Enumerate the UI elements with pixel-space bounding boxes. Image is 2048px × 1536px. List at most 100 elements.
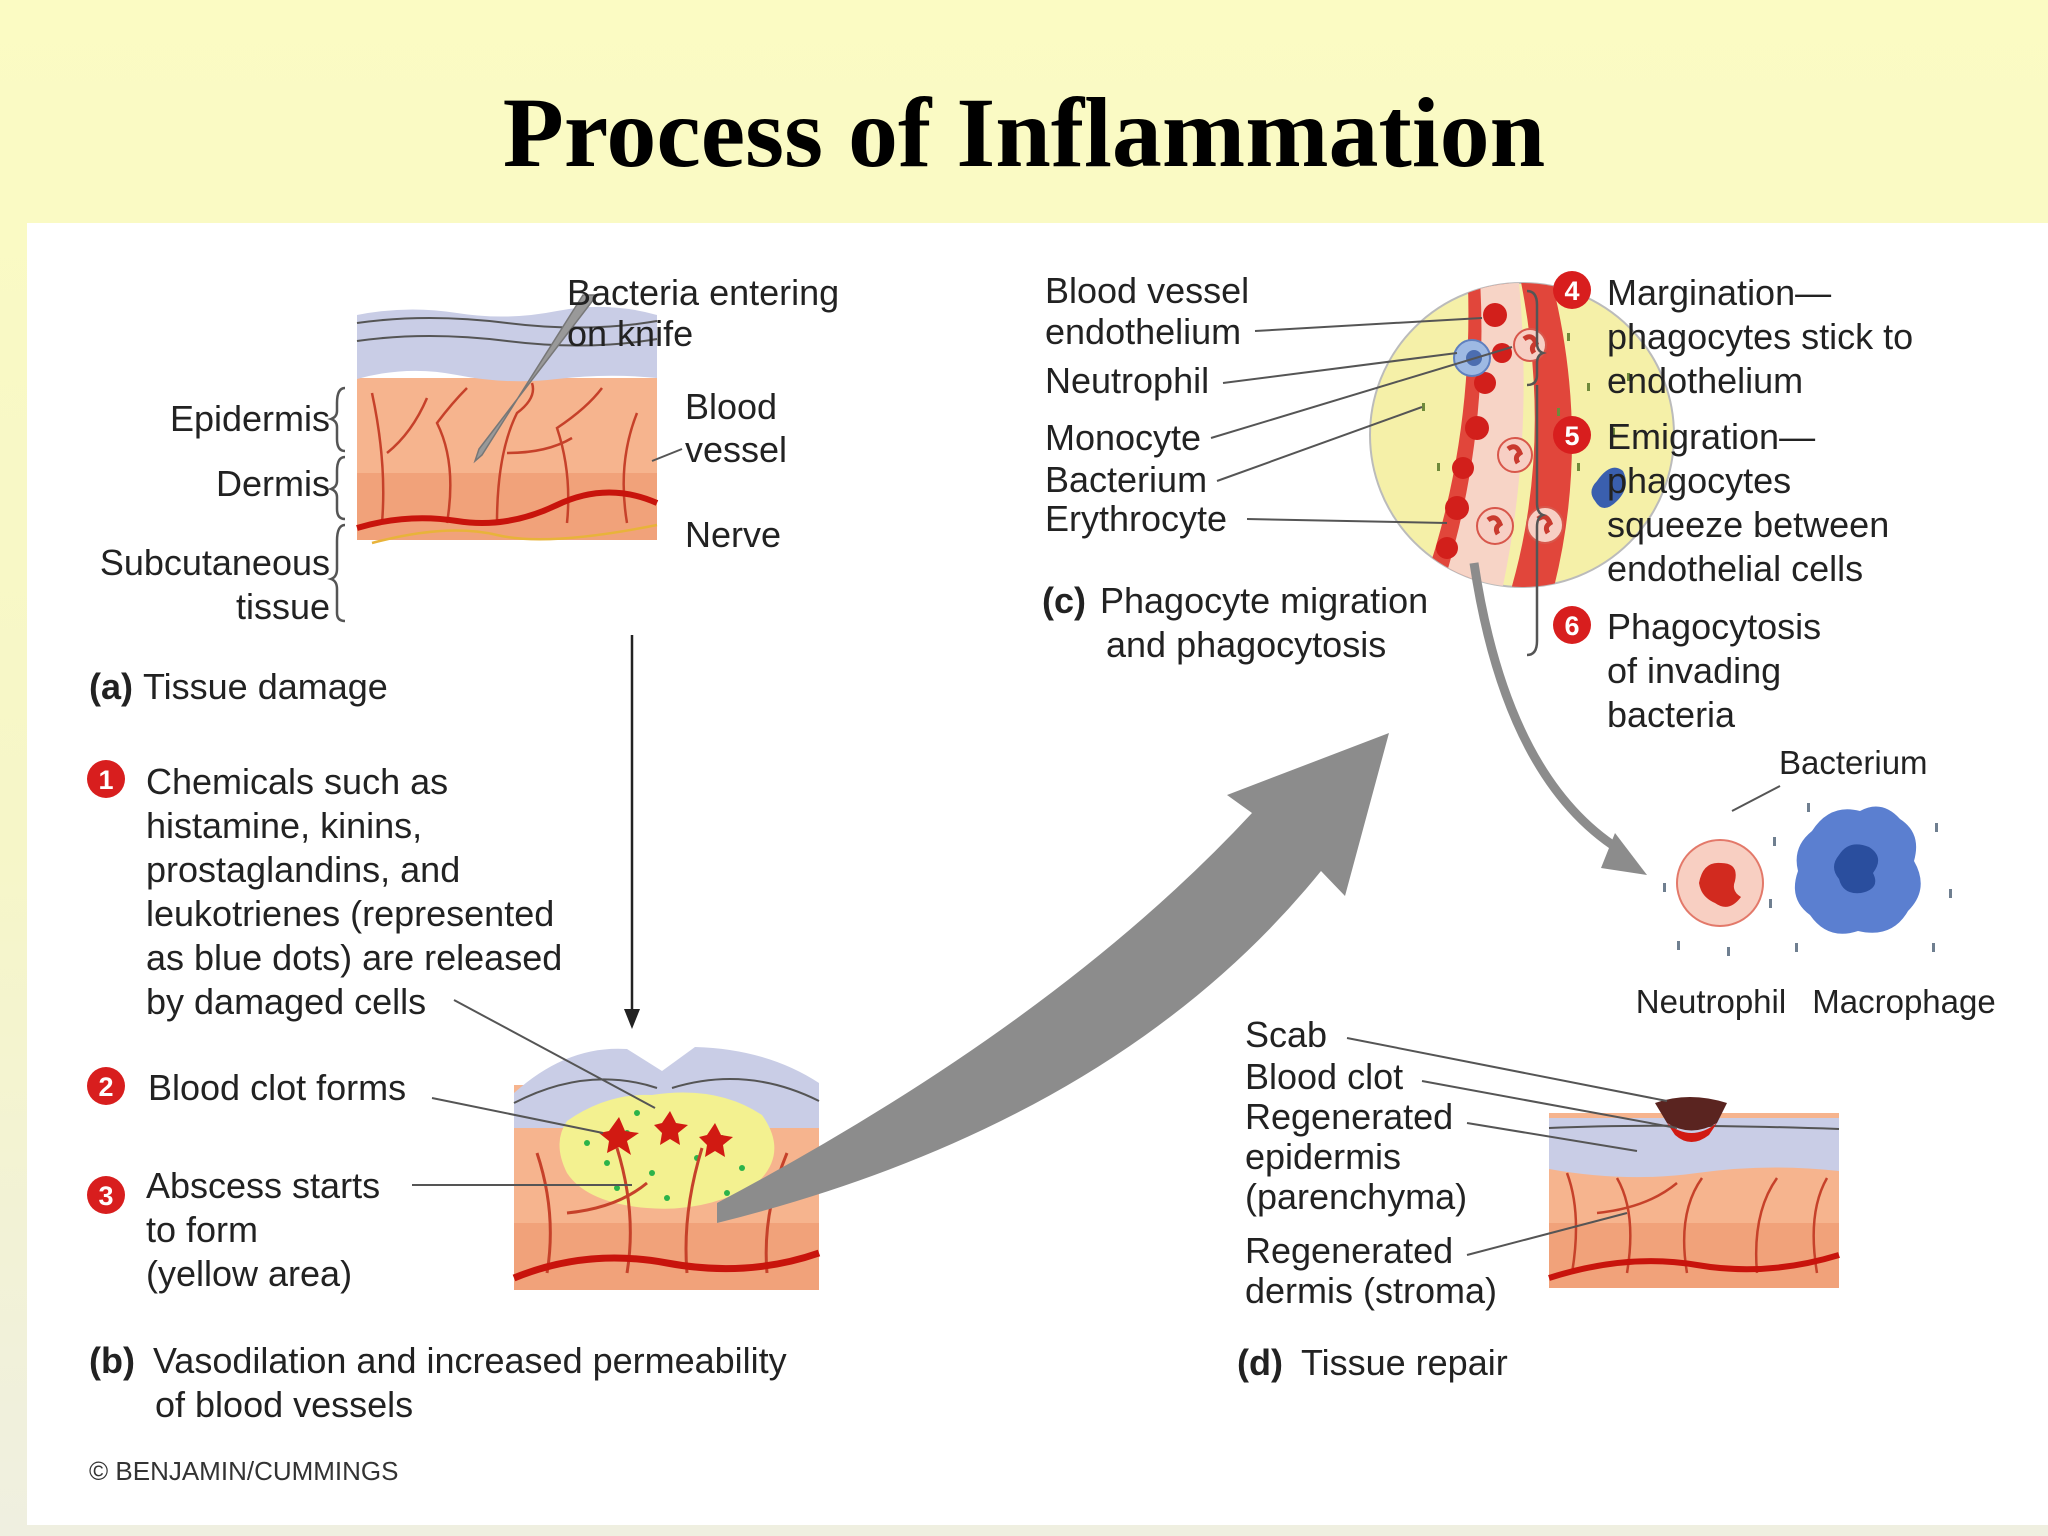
neutrophils-c	[1476, 328, 1564, 545]
label-neutrophil-c: Neutrophil	[1045, 360, 1209, 401]
step-4-badge	[1553, 271, 1591, 309]
label-tissue: tissue	[236, 586, 330, 627]
step-3: 3 Abscess starts to form (yellow area)	[87, 1165, 380, 1294]
panel-b-text-2: of blood vessels	[155, 1384, 413, 1425]
step-5-line-3: squeeze between	[1607, 504, 1889, 545]
bacteria-inset	[1663, 803, 1952, 956]
label-erythrocyte: Erythrocyte	[1045, 498, 1227, 539]
step-5-badge	[1553, 416, 1591, 454]
step-1-line-2: histamine, kinins,	[146, 805, 422, 846]
step-4: 4 Margination— phagocytes stick to endot…	[1553, 271, 1913, 401]
dermis-vessels-a	[370, 382, 639, 524]
step-3-line-3: (yellow area)	[146, 1253, 352, 1294]
panel-d-letter: (d)	[1237, 1342, 1283, 1383]
label-epidermis: Epidermis	[170, 398, 330, 439]
arrow-a-to-b-head	[624, 1009, 640, 1029]
blood-clot-d	[1667, 1123, 1717, 1142]
label-regenerated-2: Regenerated	[1245, 1230, 1453, 1271]
step-3-line-1: Abscess starts	[146, 1165, 380, 1206]
step-4-line-2: phagocytes stick to	[1607, 316, 1913, 357]
arrow-c-to-phagocytosis	[1469, 562, 1628, 857]
label-blood-clot-d: Blood clot	[1245, 1056, 1403, 1097]
skin-block-a	[356, 294, 659, 545]
step-6-line-1: Phagocytosis	[1607, 606, 1821, 647]
label-neutrophil-inset: Neutrophil	[1636, 983, 1786, 1020]
step-1-line-1: Chemicals such as	[146, 761, 448, 802]
label-blood-vessel: Blood vessel	[1045, 270, 1249, 311]
skin-block-d	[1548, 1097, 1840, 1288]
step-2: 2 Blood clot forms	[87, 1067, 406, 1108]
step-2-badge	[87, 1067, 125, 1105]
brace-epidermis	[327, 386, 346, 453]
macrophage-c	[1591, 467, 1626, 508]
panel-b-letter: (b)	[89, 1340, 135, 1381]
knife-label-1: Bacteria entering	[567, 272, 839, 313]
step-6-line-3: bacteria	[1607, 694, 1736, 735]
copyright: © BENJAMIN/CUMMINGS	[89, 1456, 399, 1486]
scab	[1655, 1097, 1727, 1131]
step-1-line-3: prostaglandins, and	[146, 849, 460, 890]
panel-c-letter: (c)	[1042, 580, 1086, 621]
brace-subcutaneous	[327, 523, 346, 623]
label-bacterium-inset: Bacterium	[1779, 744, 1928, 781]
panel-d-text: Tissue repair	[1301, 1342, 1508, 1383]
step-1-number: 1	[98, 765, 113, 795]
label-blood-vessel-1: Blood	[685, 386, 777, 427]
label-subcutaneous: Subcutaneous	[100, 542, 330, 583]
label-nerve: Nerve	[685, 514, 781, 555]
bacteria-c	[1422, 333, 1630, 471]
step-6-number: 6	[1564, 611, 1579, 641]
step-4-line-1: Margination—	[1607, 272, 1831, 313]
step-5-number: 5	[1564, 421, 1579, 451]
label-dermis: Dermis	[216, 463, 330, 504]
slide-title: Process of Inflammation	[502, 77, 1546, 188]
knife	[473, 294, 599, 464]
step-5-line-1: Emigration—	[1607, 416, 1815, 457]
panel-c-text-2: and phagocytosis	[1106, 624, 1386, 665]
step-1-line-5: as blue dots) are released	[146, 937, 562, 978]
panel-c-caption: (c) Phagocyte migration	[1042, 580, 1428, 621]
label-scab: Scab	[1245, 1014, 1327, 1055]
label-blood-vessel-2: vessel	[685, 429, 787, 470]
step-1-line-4: leukotrienes (represented	[146, 893, 554, 934]
subcutaneous-a	[357, 473, 657, 540]
label-dermis-stroma: dermis (stroma)	[1245, 1270, 1497, 1311]
panel-a-caption: (a)Tissue damage	[89, 666, 388, 707]
step-3-line-2: to form	[146, 1209, 258, 1250]
blood-vessel-a	[356, 489, 659, 531]
step-4-line-3: endothelium	[1607, 360, 1803, 401]
label-endothelium: endothelium	[1045, 311, 1241, 352]
blood-vessel-b	[512, 1249, 821, 1282]
step-6-badge	[1553, 606, 1591, 644]
step-2-line-1: Blood clot forms	[148, 1067, 406, 1108]
panel-b-text-1: Vasodilation and increased permeability	[153, 1340, 787, 1381]
step-4-number: 4	[1564, 276, 1579, 306]
step-1: 1 Chemicals such as histamine, kinins, p…	[87, 760, 562, 1022]
epidermis-a	[357, 306, 657, 382]
label-macrophage-inset: Macrophage	[1812, 983, 1995, 1020]
erythrocytes	[1436, 303, 1512, 559]
inflammation-figure: Bacteria entering on knife Epidermis Der…	[87, 270, 1996, 1486]
panel-b-caption: (b) Vasodilation and increased permeabili…	[89, 1340, 787, 1381]
step-3-number: 3	[98, 1181, 113, 1211]
step-1-line-6: by damaged cells	[146, 981, 426, 1022]
step-5: 5 Emigration— phagocytes squeeze between…	[1553, 416, 1889, 589]
blood-clot-b	[599, 1111, 733, 1157]
label-monocyte: Monocyte	[1045, 417, 1201, 458]
step-6-line-2: of invading	[1607, 650, 1781, 691]
step-5-line-2: phagocytes	[1607, 460, 1791, 501]
step-2-number: 2	[98, 1072, 113, 1102]
step-6: 6 Phagocytosis of invading bacteria	[1553, 606, 1821, 735]
brace-dermis	[327, 455, 346, 521]
panel-d-caption: (d) Tissue repair	[1237, 1342, 1508, 1383]
epidermis-d	[1549, 1118, 1839, 1178]
label-parenchyma: (parenchyma)	[1245, 1176, 1467, 1217]
step-3-badge	[87, 1176, 125, 1214]
step-5-line-4: endothelial cells	[1607, 548, 1863, 589]
panel-c-text-1: Phagocyte migration	[1100, 580, 1428, 621]
label-epidermis-d: epidermis	[1245, 1136, 1401, 1177]
step-1-badge	[87, 760, 125, 798]
nerve-a	[371, 523, 658, 545]
phagocytosis-inset	[1663, 785, 1952, 956]
abscess	[559, 1092, 775, 1209]
